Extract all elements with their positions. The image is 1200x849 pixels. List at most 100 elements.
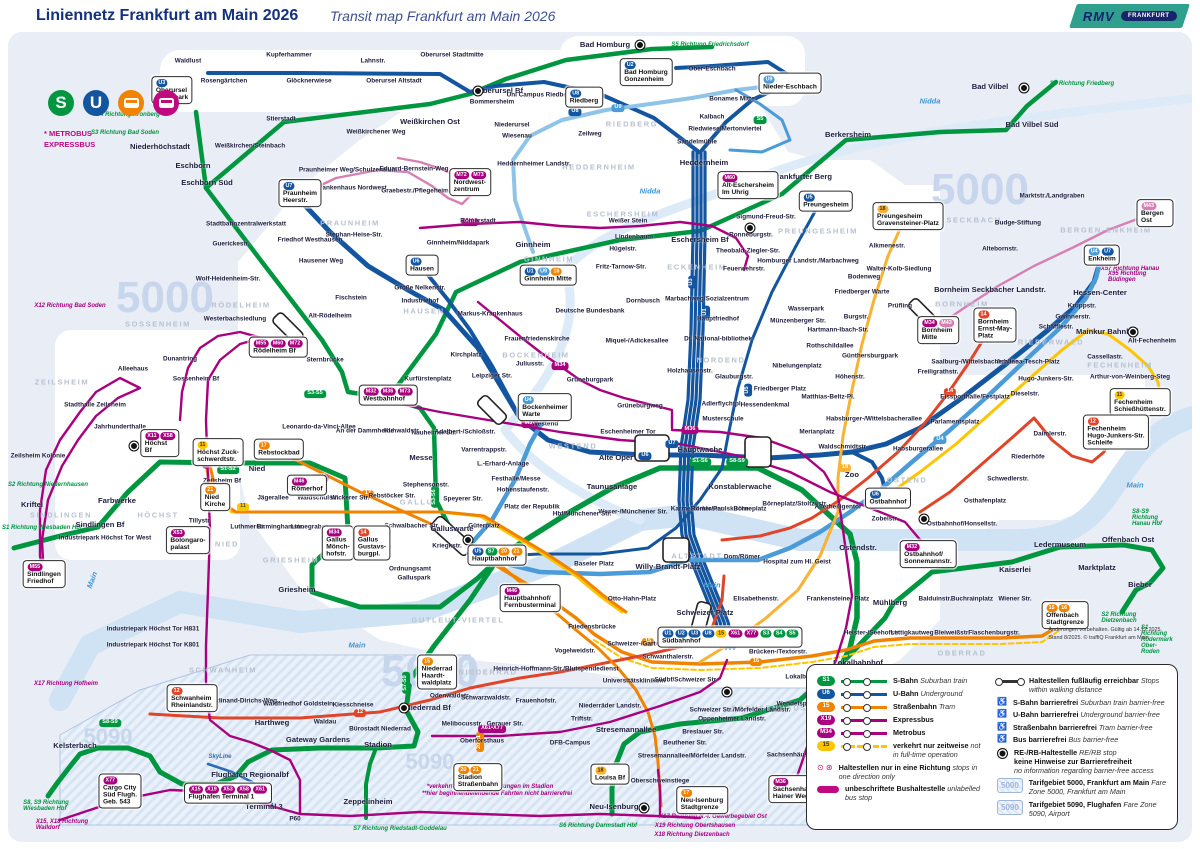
station-label: Hartmann-Ibach-Str. <box>807 326 869 334</box>
transit-line-16 <box>728 88 792 154</box>
transit-line-40 <box>418 220 750 272</box>
route-code: U7 <box>1101 247 1114 256</box>
district-label: OSTEND <box>886 475 928 485</box>
station-label: Hugo-Junkers-Str. <box>1018 375 1074 383</box>
station-badge-label: Schwanheim Rheinlandstr. <box>171 695 213 710</box>
station-label: Industriepark Höchst Tor H831 <box>106 625 200 633</box>
route-code: M32 <box>363 387 379 396</box>
station-badge-label: Preungesheim Gravensteiner-Platz <box>877 213 939 228</box>
station-label: Frauenhofstr. <box>515 697 557 705</box>
station-label: Kriftel <box>21 500 43 510</box>
route-code: M60 <box>721 173 738 182</box>
station-label: Sandelmühle <box>677 138 717 146</box>
direction-note: X15, X18 Richtung Walldorf <box>35 819 89 831</box>
station-label: Kiesschneise <box>332 701 374 709</box>
station-label: Sindlingen Bf <box>75 520 125 530</box>
route-code: 17 <box>680 788 692 797</box>
station-label: Eschborn <box>175 161 211 171</box>
line-number-chip: M60 <box>461 218 479 226</box>
station-label: Eschersheim Bf <box>671 235 729 245</box>
transit-line-29 <box>720 330 990 542</box>
station-badge-label: Flughafen Terminal 1 <box>188 793 255 801</box>
line-number-chip: U4 <box>933 436 947 444</box>
route-code: M46 <box>504 586 520 595</box>
re-rb-stop-icon <box>997 747 1008 759</box>
rmv-logo-text: RMV <box>1082 8 1115 24</box>
legend-badge: 15 <box>817 741 835 752</box>
route-code: 18 <box>594 766 606 775</box>
header: Liniennetz Frankfurt am Main 2026 Transi… <box>0 0 1200 32</box>
line-number-chip: S1-S6 <box>689 458 711 466</box>
transit-line-7 <box>45 557 500 799</box>
station-label: Oberursel Bf <box>477 86 523 96</box>
station-label: Stresemannallee <box>595 725 657 735</box>
route-code: 15 <box>421 657 433 666</box>
transit-line-15 <box>511 82 790 254</box>
legend-line-sample <box>841 691 887 700</box>
direction-note: **hier beginnende/endende Fahrten nicht … <box>421 791 573 797</box>
direction-note: X17 Richtung N.-I. Gewerbegebiet Ost <box>659 814 767 820</box>
station-label: Galluspark <box>397 574 431 582</box>
line-number-chip: 14 <box>943 388 957 396</box>
district-label: SOSSENHEIM <box>124 319 192 329</box>
re-rb-stop-icon <box>472 85 484 97</box>
station-label: Offenbach Ost <box>1101 535 1155 545</box>
line-number-chip: 15 <box>641 638 655 646</box>
station-label: Stadthalle Zeilsheim <box>64 401 126 409</box>
line-number-chip: U3 <box>688 275 696 289</box>
station-label: Friedhof Westhausen <box>277 236 343 244</box>
station-label: Alleehaus <box>117 365 149 373</box>
station-label: Adlerflychtpl. <box>701 400 743 408</box>
station-label: Kupferhammer <box>266 51 312 59</box>
station-label: Wiener Str. <box>998 595 1032 603</box>
station-label: Balduinstr. <box>918 595 952 603</box>
station-label: Oberursel Altstadt <box>366 77 422 85</box>
station-badge-label: Rödelheim Bf <box>253 347 296 355</box>
route-code: 16 <box>1058 603 1070 612</box>
legend-text: S-Bahn barrierefrei Suburban train barri… <box>1012 697 1165 707</box>
legend-text: unbeschriftete Bushaltestelle unlabelled… <box>845 784 981 803</box>
interchange-hub <box>476 394 508 426</box>
river-label: Main <box>1126 480 1144 490</box>
line-number-chip: U6 <box>638 452 652 460</box>
station-label: Schwedlerstr. <box>987 475 1029 483</box>
river-main <box>49 405 1192 711</box>
station-label: An der Dammheide <box>335 427 395 435</box>
route-code: M36 <box>772 777 789 786</box>
station-badge-label: Ginnheim Mitte <box>524 275 572 283</box>
route-code: M46 <box>291 477 307 486</box>
line-number-chip: S1-S2 <box>217 466 239 474</box>
route-code: U4 <box>522 395 535 404</box>
route-code: 12 <box>1087 417 1099 426</box>
station-label: Jägerallee <box>257 494 289 502</box>
station-badge-label: Sindlingen Friedhof <box>27 571 61 586</box>
station-label: Eschenheimer Tor <box>600 428 656 436</box>
direction-note: S8-S9 Richtung Hanau Hbf <box>1132 509 1162 527</box>
station-label: Lokalbahnhof <box>833 658 883 668</box>
station-label: Kruppstr. <box>1067 302 1097 310</box>
station-label: Zobelstr. <box>871 515 899 523</box>
station-label: Marbachweg/Sozialzentrum <box>665 295 749 303</box>
station-label: Bornheim Seckbacher Landstr. <box>934 285 1046 295</box>
station-label: Waldau <box>313 718 337 726</box>
station-label: Zeppelinheim <box>343 797 393 807</box>
transit-line-37 <box>38 376 142 582</box>
route-code: M36 <box>380 387 396 396</box>
route-code: M34 <box>921 318 938 327</box>
station-label: Eduard-Bernstein-Weg <box>379 165 449 173</box>
station-label: Birminghamstr. <box>256 523 304 531</box>
station-badge-label: Praunheim Heerstr. <box>282 190 318 205</box>
station-label: Alkmenestr. <box>868 242 906 250</box>
re-rb-stop-icon <box>398 702 410 714</box>
line-number-chip: S8-S9 <box>726 458 748 466</box>
transit-line-25 <box>208 464 628 614</box>
